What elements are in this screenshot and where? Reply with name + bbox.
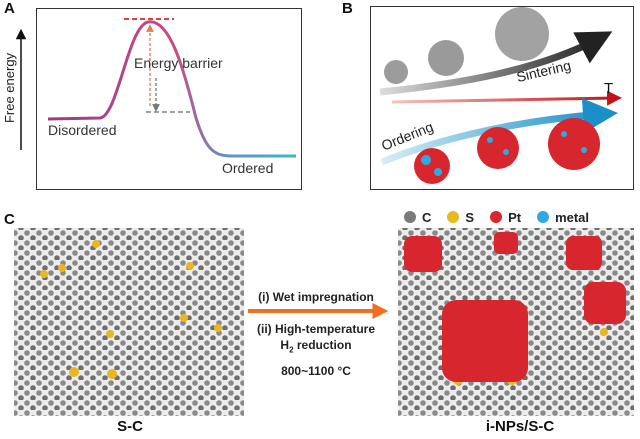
large-ordered-particle [548,118,600,170]
np-top-middle [494,232,518,254]
ordering-arrow [380,98,618,166]
ordered-label: Ordered [222,160,274,176]
sulfur-legend-label: S [465,209,475,225]
panel-b-letter: B [342,0,353,17]
np-large-center [442,300,528,382]
i-nps-s-c-caption: i-NPs/S-C [485,418,555,435]
np-top-right [566,236,602,270]
carbon-legend-label: C [422,209,432,225]
metal-legend-label: metal [555,209,590,225]
np-top-left [404,236,442,272]
large-gray-particle [495,7,549,61]
step-2-line-2: H2 reduction [280,338,352,355]
pt-legend-dot [490,211,503,223]
sulfur-legend-dot [447,211,460,223]
temperature-range-label: 800~1100 °C [281,364,351,378]
energy-curve [47,20,296,158]
panel-c-letter: C [4,211,15,228]
metal-legend-dot [537,211,550,223]
np-right [584,282,626,324]
temperature-arrow [391,90,622,106]
step-2-line-1: (ii) High-temperature [256,322,375,336]
s-c-caption: S-C [117,418,143,435]
legend: C S Pt metal [404,208,589,226]
panel-a-letter: A [4,0,15,17]
sintering-arrow [379,31,613,96]
pt-legend-label: Pt [508,209,522,225]
step-1-label: (i) Wet impregnation [258,290,374,304]
small-gray-particle [384,60,408,84]
temperature-label: T [604,80,614,97]
carbon-legend-dot [404,211,416,223]
disordered-label: Disordered [48,122,117,138]
energy-barrier-label: Energy barrier [134,55,223,71]
s-c-sheet [14,228,244,416]
medium-ordered-particle [477,127,519,169]
medium-gray-particle [428,40,464,76]
